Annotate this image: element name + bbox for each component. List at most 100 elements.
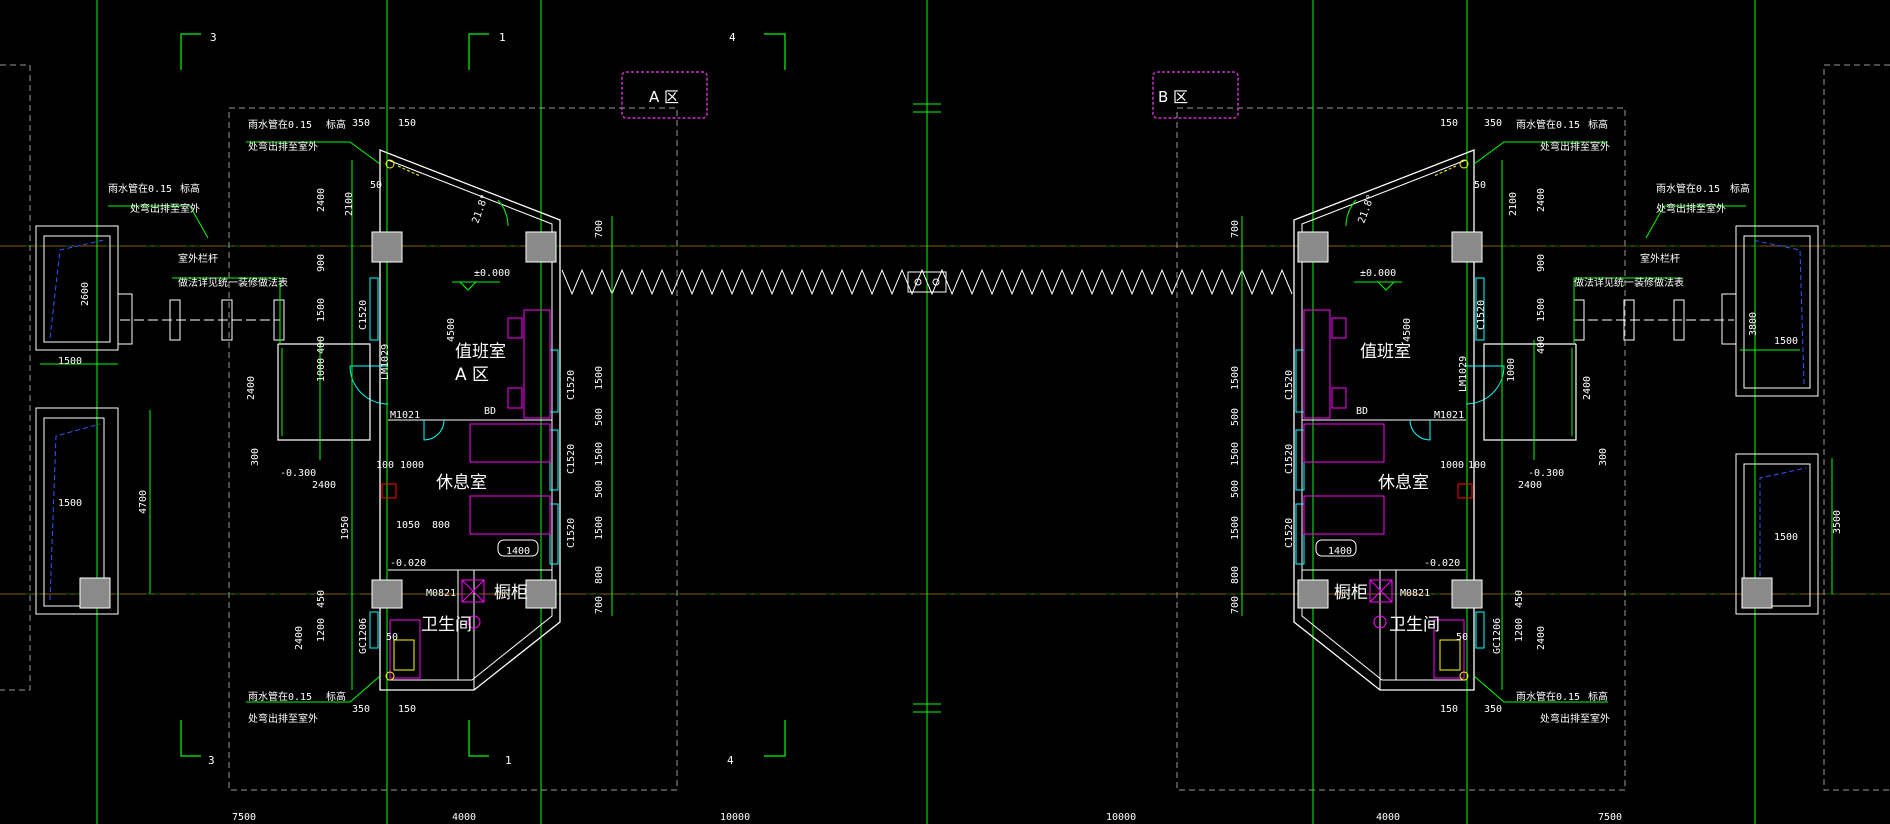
- column: [371, 579, 403, 609]
- note-rain: 雨水管在0.15: [1656, 182, 1720, 195]
- section-label-3: 3: [208, 754, 215, 767]
- basin: [461, 579, 485, 603]
- external-unit: [35, 225, 119, 351]
- dim: 50: [1474, 180, 1486, 191]
- note-rain: 雨水管在0.15: [108, 182, 172, 195]
- exterior-platform: [277, 343, 371, 441]
- right-external-units: [1721, 225, 1819, 615]
- dim: 2600: [80, 282, 91, 306]
- dim: 300: [1598, 448, 1609, 466]
- corridor-joint: [907, 271, 947, 293]
- left-external-units: [35, 225, 133, 615]
- shower: [1433, 619, 1465, 679]
- building-a-inner-wall: [387, 159, 553, 681]
- basin: [1369, 579, 1393, 603]
- window-tag: C1520: [566, 370, 577, 400]
- dim: 1500: [594, 442, 605, 466]
- dim: 900: [1536, 254, 1547, 272]
- note-rain: 雨水管在0.15: [248, 690, 312, 703]
- dim: 1000: [1506, 358, 1517, 382]
- room-label-toilet: 卫生间: [421, 615, 472, 635]
- zone-b-outline: [1176, 107, 1626, 791]
- dim: 700: [1230, 220, 1241, 238]
- dim: 1500: [594, 366, 605, 390]
- dim: 150: [1440, 118, 1458, 129]
- bed: [1303, 423, 1385, 463]
- door-swing: [349, 365, 389, 405]
- dim: 150: [1440, 704, 1458, 715]
- dimension-lines: [40, 141, 1833, 703]
- note-railing-detail: 做法详见统一装修做法表: [178, 276, 288, 289]
- dim: 1500: [1536, 298, 1547, 322]
- window: [369, 277, 379, 341]
- note-rain: 雨水管在0.15: [1516, 118, 1580, 131]
- dim: 150: [398, 704, 416, 715]
- dim: 4500: [1402, 318, 1413, 342]
- dim: 700: [594, 220, 605, 238]
- room-label-cabinet: 橱柜: [494, 583, 528, 603]
- bottom-dim: 7500: [1598, 812, 1622, 823]
- column: [525, 231, 557, 263]
- chair: [507, 317, 523, 339]
- window-tag: C1520: [1476, 300, 1487, 330]
- room-label-rest: 休息室: [1378, 473, 1429, 493]
- note-rain-outlet: 处弯出排至室外: [248, 712, 318, 725]
- building-a: [120, 149, 561, 691]
- room-label-toilet: 卫生间: [1389, 615, 1440, 635]
- dim: 1500: [316, 298, 327, 322]
- bed: [1303, 495, 1385, 535]
- note-rain-outlet: 处弯出排至室外: [248, 140, 318, 153]
- dim: 800: [1230, 566, 1241, 584]
- bottom-dim: 10000: [1106, 812, 1136, 823]
- column: [1297, 579, 1329, 609]
- dim: 100: [376, 460, 394, 471]
- dim: 50: [370, 180, 382, 191]
- external-unit: [35, 407, 119, 615]
- dim: 1200: [316, 618, 327, 642]
- dim: 2400: [312, 480, 336, 491]
- dim: 2400: [1518, 480, 1542, 491]
- dim: 500: [1230, 408, 1241, 426]
- zone-b-label: B 区: [1158, 88, 1188, 106]
- column: [1451, 231, 1483, 263]
- section-label-4: 4: [727, 754, 734, 767]
- door-tag: M1021: [390, 410, 420, 421]
- bottom-dim: 10000: [720, 812, 750, 823]
- toilet-fixture: [467, 615, 481, 629]
- note-rain: 雨水管在0.15: [248, 118, 312, 131]
- bed: [469, 495, 551, 535]
- chair: [1331, 387, 1347, 409]
- floor-drain: [381, 483, 397, 499]
- column: [1297, 231, 1329, 263]
- toilet-fixture: [1373, 615, 1387, 629]
- zone-b-frame: [1152, 71, 1239, 119]
- left-edge-outline: [0, 64, 31, 691]
- dim: 1500: [1230, 442, 1241, 466]
- dim: 1500: [1774, 532, 1798, 543]
- dim: 2400: [1536, 626, 1547, 650]
- break-marks: [913, 103, 941, 713]
- note-rain-suffix: 标高: [1730, 182, 1750, 195]
- dim: 3500: [1832, 510, 1843, 534]
- dim: 2400: [316, 188, 327, 212]
- column: [525, 579, 557, 609]
- dim: 1950: [340, 516, 351, 540]
- note-rain-outlet: 处弯出排至室外: [1656, 202, 1726, 215]
- dim: 1000: [400, 460, 424, 471]
- door-swing: [1409, 419, 1431, 441]
- dim: 500: [594, 480, 605, 498]
- dim: 300: [250, 448, 261, 466]
- level-floor: ±0.000: [474, 268, 510, 279]
- dim: 1500: [58, 498, 82, 509]
- door-swing: [423, 419, 445, 441]
- shower: [389, 619, 421, 679]
- dim: 1400: [1328, 546, 1352, 557]
- dim: 400: [316, 336, 327, 354]
- bottom-dim: 4000: [1376, 812, 1400, 823]
- note-rain-suffix: 标高: [1588, 690, 1608, 703]
- level-exterior: -0.300: [1528, 468, 1564, 479]
- table: [497, 539, 539, 557]
